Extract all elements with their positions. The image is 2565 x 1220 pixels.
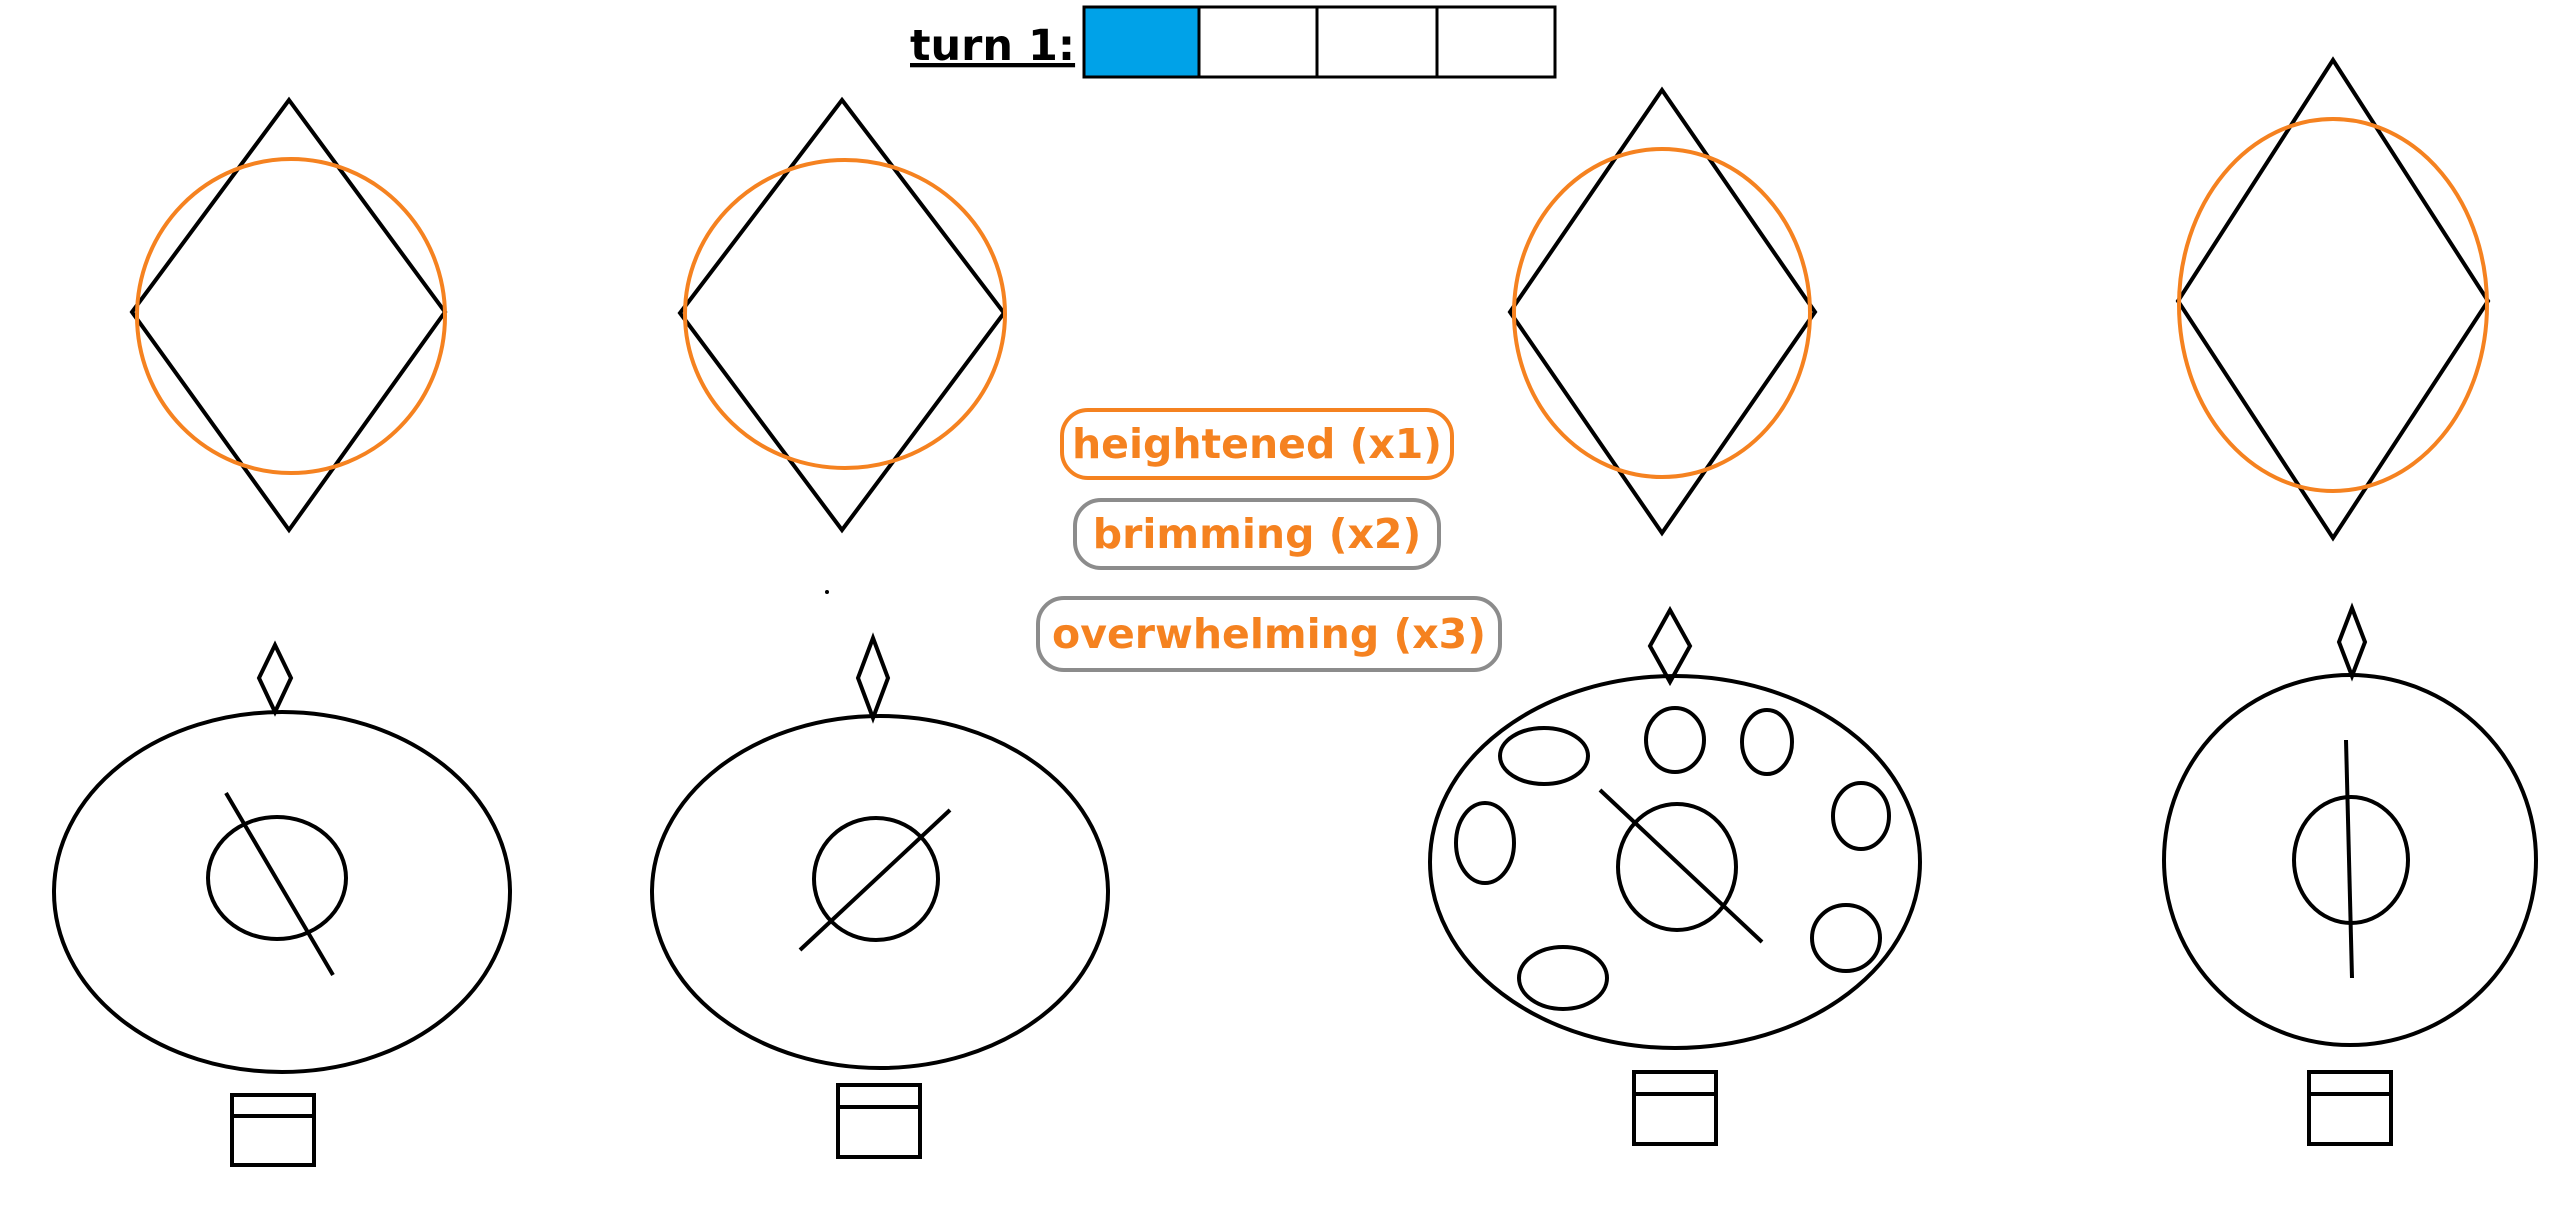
intensity-selector: heightened (x1) brimming (x2) overwhelmi…	[1036, 408, 1502, 672]
socket-icon	[836, 1083, 922, 1159]
card-4[interactable]	[2175, 56, 2491, 542]
intensity-option-frame	[1036, 596, 1502, 672]
spot-icon	[1831, 781, 1891, 851]
token-3[interactable]	[1428, 605, 1922, 1146]
diamond-card-icon	[677, 96, 1007, 534]
spot-icon	[1810, 903, 1882, 973]
turn-segment-3[interactable]	[1315, 5, 1439, 79]
socket-icon	[230, 1093, 316, 1167]
spot-icon	[1454, 801, 1516, 885]
spot-icon	[1517, 945, 1609, 1011]
turn-segment-4[interactable]	[1435, 5, 1557, 79]
socket-icon	[1632, 1070, 1718, 1146]
token-2[interactable]	[650, 632, 1110, 1159]
turn-segment-1[interactable]	[1082, 5, 1201, 79]
card-1[interactable]	[129, 96, 448, 534]
slash-mark	[2344, 739, 2354, 979]
core-ring	[812, 816, 940, 942]
core-ring	[1616, 802, 1738, 932]
turn-label: turn 1:	[910, 21, 1075, 71]
diamond-card-icon	[129, 96, 448, 534]
diamond-tag-icon	[2336, 602, 2368, 682]
slash-mark	[224, 791, 335, 977]
diamond-card-icon	[2175, 56, 2491, 542]
intensity-option-brimming[interactable]: brimming (x2)	[1073, 498, 1441, 570]
card-ring	[1512, 147, 1812, 479]
diamond-tag-icon	[256, 640, 294, 717]
intensity-option-heightened[interactable]: heightened (x1)	[1060, 408, 1454, 480]
spot-icon	[1740, 708, 1794, 776]
intensity-option-label: heightened (x1)	[1072, 420, 1442, 468]
card-ring	[683, 158, 1007, 470]
lantern-token-icon	[1428, 674, 1922, 1050]
slash-mark	[798, 808, 952, 952]
socket-icon	[2307, 1070, 2393, 1146]
intensity-option-label: overwhelming (x3)	[1052, 610, 1486, 658]
lantern-token-icon	[650, 714, 1110, 1070]
card-ring	[135, 157, 447, 475]
spot-icon	[1644, 706, 1706, 774]
diamond-card-icon	[1507, 86, 1818, 537]
diamond-tag-icon	[855, 632, 891, 724]
slash-mark	[1598, 788, 1764, 944]
intensity-option-frame	[1073, 498, 1441, 570]
turn-segment-2[interactable]	[1197, 5, 1319, 79]
intensity-option-frame	[1060, 408, 1454, 480]
intensity-option-label: brimming (x2)	[1093, 510, 1421, 558]
lantern-token-icon	[2162, 673, 2538, 1047]
lantern-token-icon	[52, 710, 512, 1074]
stray-dot	[825, 590, 829, 594]
token-1[interactable]	[52, 640, 512, 1167]
core-ring	[206, 815, 348, 941]
card-3[interactable]	[1507, 86, 1818, 537]
diamond-tag-icon	[1647, 605, 1693, 687]
card-ring	[2177, 117, 2489, 493]
intensity-option-overwhelming[interactable]: overwhelming (x3)	[1036, 596, 1502, 672]
turn-track	[1082, 5, 1557, 79]
card-2[interactable]	[677, 96, 1007, 534]
spot-icon	[1498, 726, 1590, 786]
token-4[interactable]	[2162, 602, 2538, 1146]
